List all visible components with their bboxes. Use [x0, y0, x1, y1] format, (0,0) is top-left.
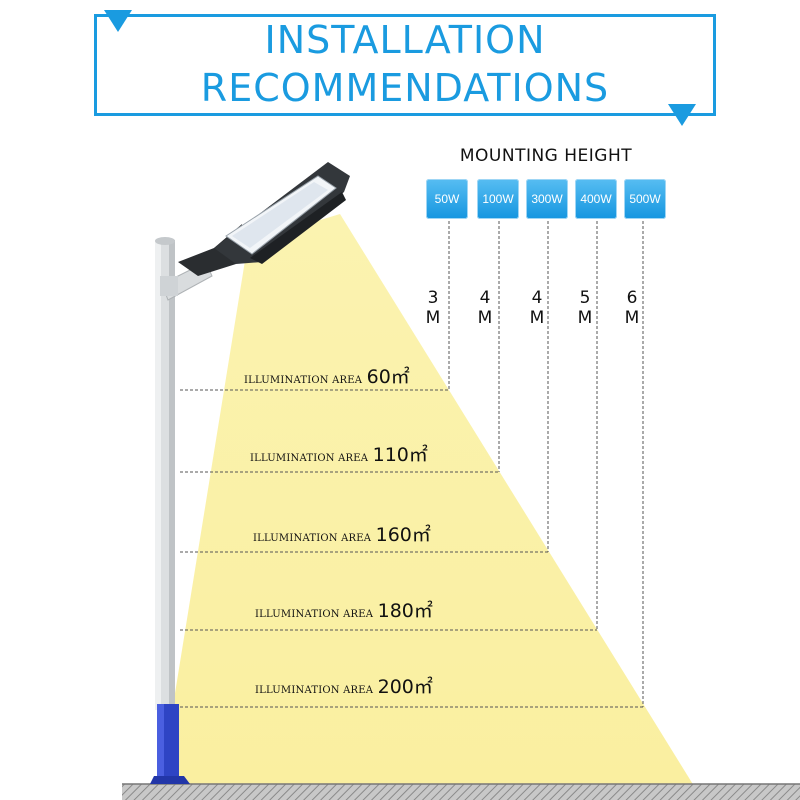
title-corner-triangle-left: [104, 10, 132, 32]
area-value: 180㎡: [377, 600, 433, 622]
height-number: 6: [626, 288, 638, 308]
wattage-badge-100w: 100W: [477, 179, 519, 219]
area-label: ILLUMINATION AREA: [255, 609, 374, 620]
height-unit: M: [529, 308, 545, 328]
title-line-1: INSTALLATION: [264, 18, 546, 62]
pole-base-foot: [150, 776, 190, 784]
area-value: 160㎡: [375, 524, 431, 546]
illumination-area-160: ILLUMINATION AREA 160㎡: [253, 520, 431, 547]
illumination-area-200: ILLUMINATION AREA 200㎡: [255, 672, 433, 699]
height-number: 5: [579, 288, 591, 308]
bracket-clamp: [160, 276, 178, 296]
title-corner-triangle-right: [668, 104, 696, 126]
height-unit: M: [477, 308, 493, 328]
lamp-pole-shadow: [169, 240, 175, 710]
height-unit: M: [425, 308, 441, 328]
area-label: ILLUMINATION AREA: [255, 685, 374, 696]
height-unit: M: [624, 308, 640, 328]
height-number: 4: [531, 288, 543, 308]
area-value: 110㎡: [372, 444, 428, 466]
title-line-2: RECOMMENDATIONS: [200, 66, 610, 110]
pole-cap: [155, 237, 175, 245]
height-number: 3: [427, 288, 439, 308]
wattage-badge-300w: 300W: [526, 179, 568, 219]
ground: [122, 784, 800, 800]
wattage-badge-50w: 50W: [426, 179, 468, 219]
area-value: 60㎡: [366, 366, 410, 388]
illumination-area-180: ILLUMINATION AREA 180㎡: [255, 596, 433, 623]
lamp-pole-highlight: [155, 240, 161, 710]
pole-base-highlight: [157, 704, 164, 784]
wattage-badge-500w: 500W: [624, 179, 666, 219]
area-label: ILLUMINATION AREA: [253, 533, 372, 544]
height-unit: M: [577, 308, 593, 328]
height-number: 4: [479, 288, 491, 308]
area-label: ILLUMINATION AREA: [250, 453, 369, 464]
light-beam: [160, 214, 694, 786]
guide-lines: [180, 221, 644, 708]
area-label: ILLUMINATION AREA: [244, 375, 363, 386]
title-box: [94, 14, 716, 116]
wattage-badge-400w: 400W: [575, 179, 617, 219]
mounting-height-title: MOUNTING HEIGHT: [459, 146, 633, 166]
illumination-area-60: ILLUMINATION AREA 60㎡: [244, 362, 410, 389]
area-value: 200㎡: [377, 676, 433, 698]
street-lamp-head: [178, 162, 350, 276]
illumination-area-110: ILLUMINATION AREA 110㎡: [250, 440, 428, 467]
